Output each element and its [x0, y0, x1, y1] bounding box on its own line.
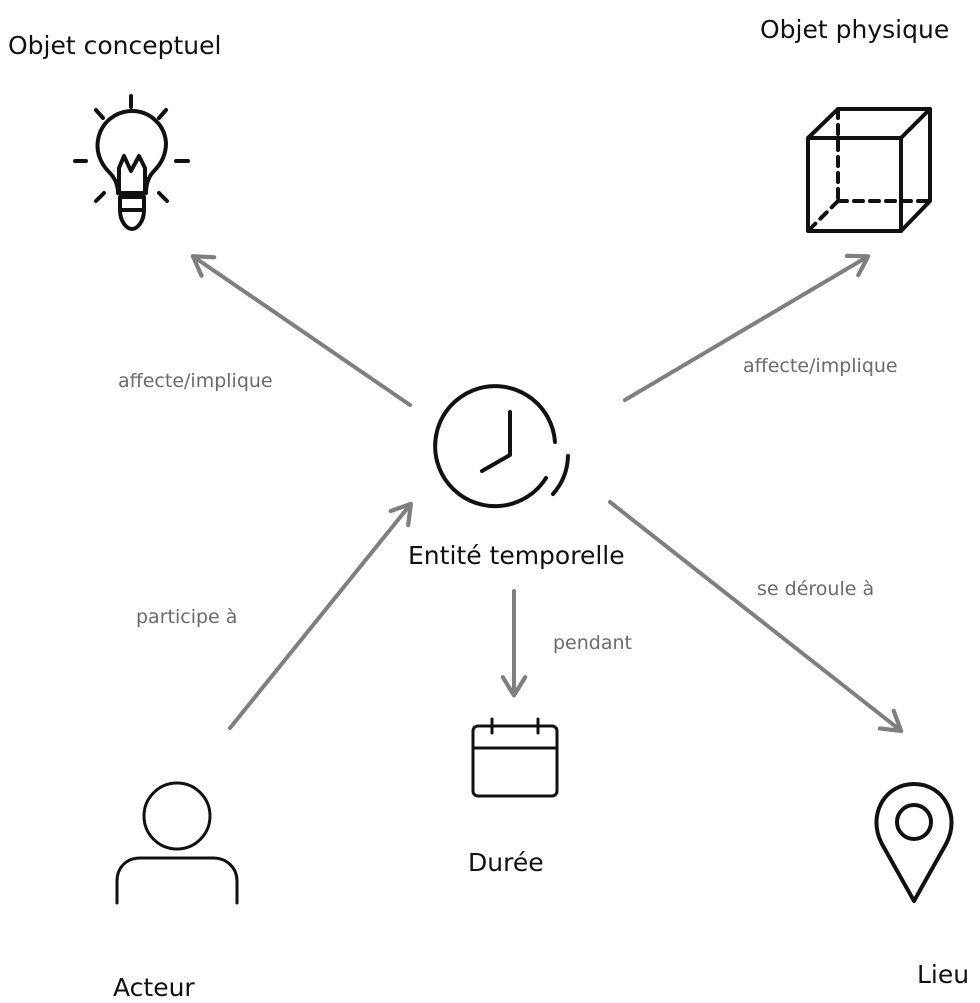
arrow-to-place — [608, 500, 904, 733]
edge-label-takes-place: se déroule à — [757, 578, 875, 600]
edge-arrows — [190, 253, 904, 733]
calendar-icon — [471, 717, 559, 798]
node-label-temporal: Entité temporelle — [408, 541, 625, 570]
arrow-to-temporal — [228, 501, 413, 730]
node-label-actor: Acteur — [113, 973, 195, 1002]
user-icon — [115, 781, 239, 905]
map-pin-icon — [874, 782, 954, 903]
clock-icon — [433, 384, 570, 509]
edge-label-affects-physical: affecte/implique — [743, 355, 898, 377]
arrow-to-concept — [190, 254, 412, 407]
edge-label-participates: participe à — [136, 606, 238, 628]
node-label-concept: Objet conceptuel — [8, 31, 222, 60]
edge-label-during: pendant — [553, 632, 632, 654]
cube-icon — [806, 107, 932, 233]
node-label-duration: Durée — [468, 848, 544, 877]
node-label-physical: Objet physique — [760, 15, 950, 44]
arrow-to-physical — [623, 253, 871, 402]
edge-label-affects-concept: affecte/implique — [118, 370, 273, 392]
node-label-place: Lieu — [917, 960, 970, 989]
lightbulb-icon — [73, 94, 190, 231]
